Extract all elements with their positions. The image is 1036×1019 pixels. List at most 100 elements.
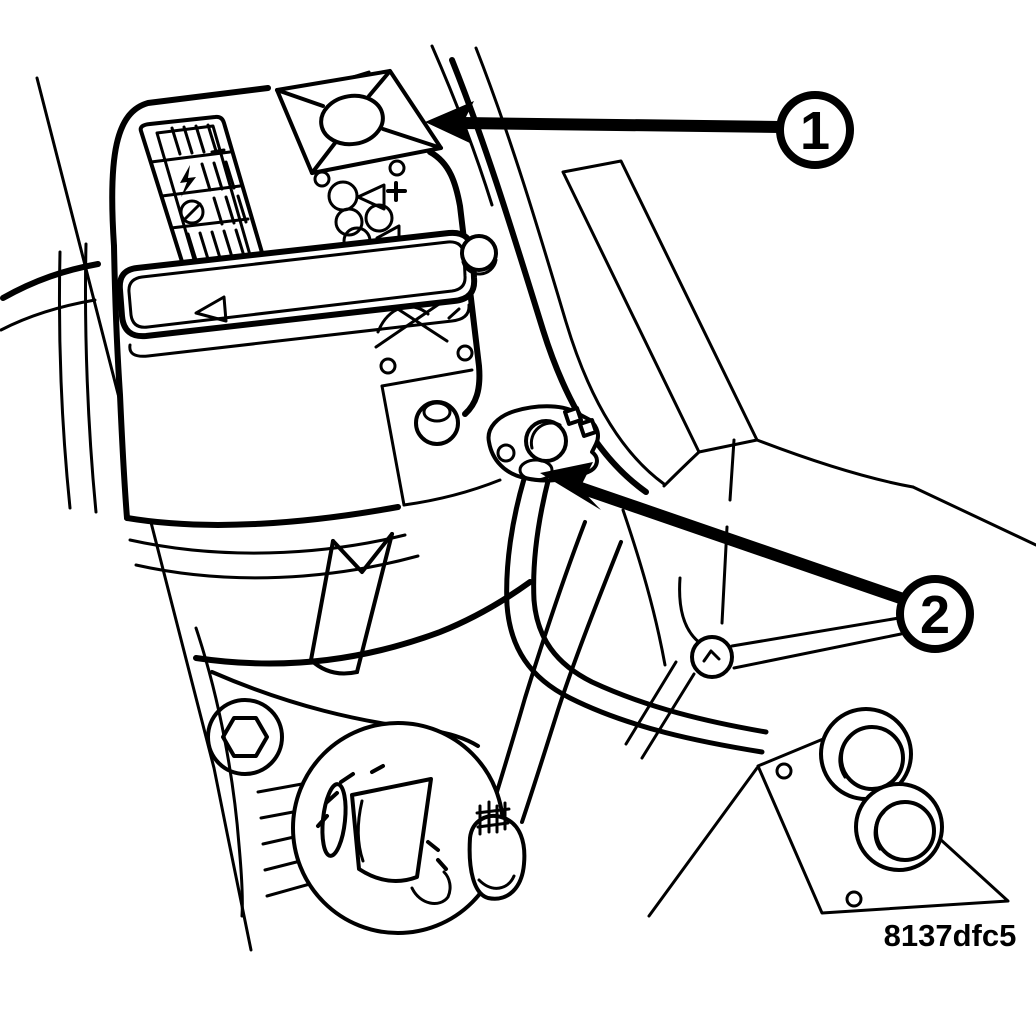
callout-2: 2 [540, 462, 974, 653]
brace-bolt-mark [702, 649, 721, 663]
vent-hole-3 [456, 344, 474, 362]
cable-left-edge [504, 476, 765, 755]
battery-cover-right-edge [427, 149, 483, 417]
vent-hole-2 [388, 159, 406, 177]
tray-thick-edge [193, 579, 533, 667]
hose-end-1 [819, 707, 913, 801]
battery-cover-left-edge [111, 243, 130, 521]
tray-line-1 [128, 533, 407, 555]
clamp-cable-exit [518, 458, 554, 482]
left-bracket-edge-2 [0, 298, 97, 332]
callout-1-number: 1 [800, 101, 830, 161]
battery-cable [486, 404, 769, 755]
hose-bracket [647, 707, 1010, 918]
clamp-bolt-hole [496, 443, 516, 463]
battery-left-side-line-2 [83, 242, 98, 514]
battery [109, 69, 502, 676]
hose-to-reservoir-1 [484, 520, 587, 830]
fender-flange-curve [194, 626, 244, 918]
bracket-plate [756, 735, 1010, 915]
polarity-plus-icon [386, 181, 407, 202]
vent-cover-x-icon [275, 69, 443, 175]
callout-2-arrow-shaft [576, 481, 908, 606]
cap-connector [475, 800, 511, 836]
label-divider-3 [169, 217, 250, 230]
battery-left-side-line [57, 250, 72, 510]
cowl-slab [561, 159, 759, 454]
label-hatch-row-3 [212, 194, 248, 226]
battery-shelf-top-edge [380, 368, 474, 388]
cowl-curve-thick [449, 57, 649, 495]
pillar-line-2 [728, 438, 736, 502]
cable-right-edge [531, 474, 769, 735]
washer-reservoir-cap [291, 721, 527, 935]
battery-front-bottom-edge [124, 504, 401, 528]
hose-end-2 [854, 782, 944, 872]
vent-hole-1 [313, 170, 331, 188]
cowl-panel-edge [755, 438, 915, 489]
hex-bolt-icon [221, 716, 269, 758]
label-divider-2 [160, 184, 242, 198]
hose-to-reservoir-2 [520, 540, 623, 824]
battery-shelf-bottom-edge [402, 478, 502, 507]
clamp-finger-1 [563, 406, 583, 426]
handle-knob [460, 234, 498, 272]
cap-clamp [467, 814, 527, 901]
battery-warning-label [138, 114, 266, 277]
label-divider-1 [149, 150, 232, 164]
callout-1-marker [776, 91, 854, 169]
label-hatch-row-2 [200, 160, 236, 192]
post-top [422, 401, 452, 423]
handle-knob-ring [461, 258, 498, 276]
cowl-curve-inner [430, 44, 494, 207]
symbol-circle-3 [364, 203, 394, 233]
battery-shelf-left-edge [380, 384, 406, 507]
battery-cable-terminal-clamp [486, 404, 600, 483]
brace-rod-bottom-edge [732, 632, 903, 670]
callout-2-arrowhead [540, 462, 601, 510]
clamp-finger-2 [578, 418, 598, 438]
callout-1-arrow-shaft [461, 117, 781, 133]
battery-terminal-post [414, 400, 460, 446]
cap-lower-bracket [410, 870, 452, 905]
no-smoking-icon [179, 199, 205, 225]
washer-wiper-icon [350, 777, 433, 884]
cowl-curve-thin [474, 46, 666, 486]
vent-hole-4 [379, 357, 397, 375]
callout-1: 1 [425, 91, 854, 169]
left-bracket-edge [0, 261, 101, 301]
tray-and-engine [128, 508, 667, 935]
fender-edge-line [35, 76, 253, 952]
bracket-hole-2 [845, 890, 863, 908]
cap-clamp-crescent [477, 874, 516, 890]
battery-front-strap [309, 532, 394, 676]
cowl-panel-edge-right [911, 485, 1036, 547]
brace-curve [678, 576, 702, 645]
wiper-inner-line [356, 799, 365, 863]
handle-triangle-marker [194, 295, 228, 323]
engine-bay-background [0, 44, 1036, 952]
battery-handle-bar [116, 229, 498, 358]
clamp-post-hole-arc [529, 421, 562, 450]
engine-contour-2 [621, 508, 667, 667]
battery-vent-cover [275, 69, 443, 175]
brace-rod-top-edge [730, 616, 901, 648]
callout-2-marker [896, 575, 974, 653]
label-hatch-row-1 [170, 123, 226, 156]
handle-bar-front-face [128, 303, 471, 358]
triangle-marker-icon [356, 183, 386, 211]
callout-2-number: 2 [920, 585, 950, 645]
figure-code: 8137dfc5 [884, 918, 1017, 953]
brace-bolt [690, 635, 734, 679]
lightning-bolt-icon [180, 165, 196, 197]
callout-1-arrowhead [425, 101, 474, 144]
brace-rod-lower-left [640, 672, 696, 760]
bracket-hole-1 [775, 762, 793, 780]
tray-line-2 [134, 554, 420, 580]
wiper-spray-dashes [316, 764, 448, 871]
label-hatch-row-4 [186, 228, 246, 262]
battery-cover-top-edge [109, 85, 271, 249]
cowl-panel-corner [662, 450, 701, 488]
